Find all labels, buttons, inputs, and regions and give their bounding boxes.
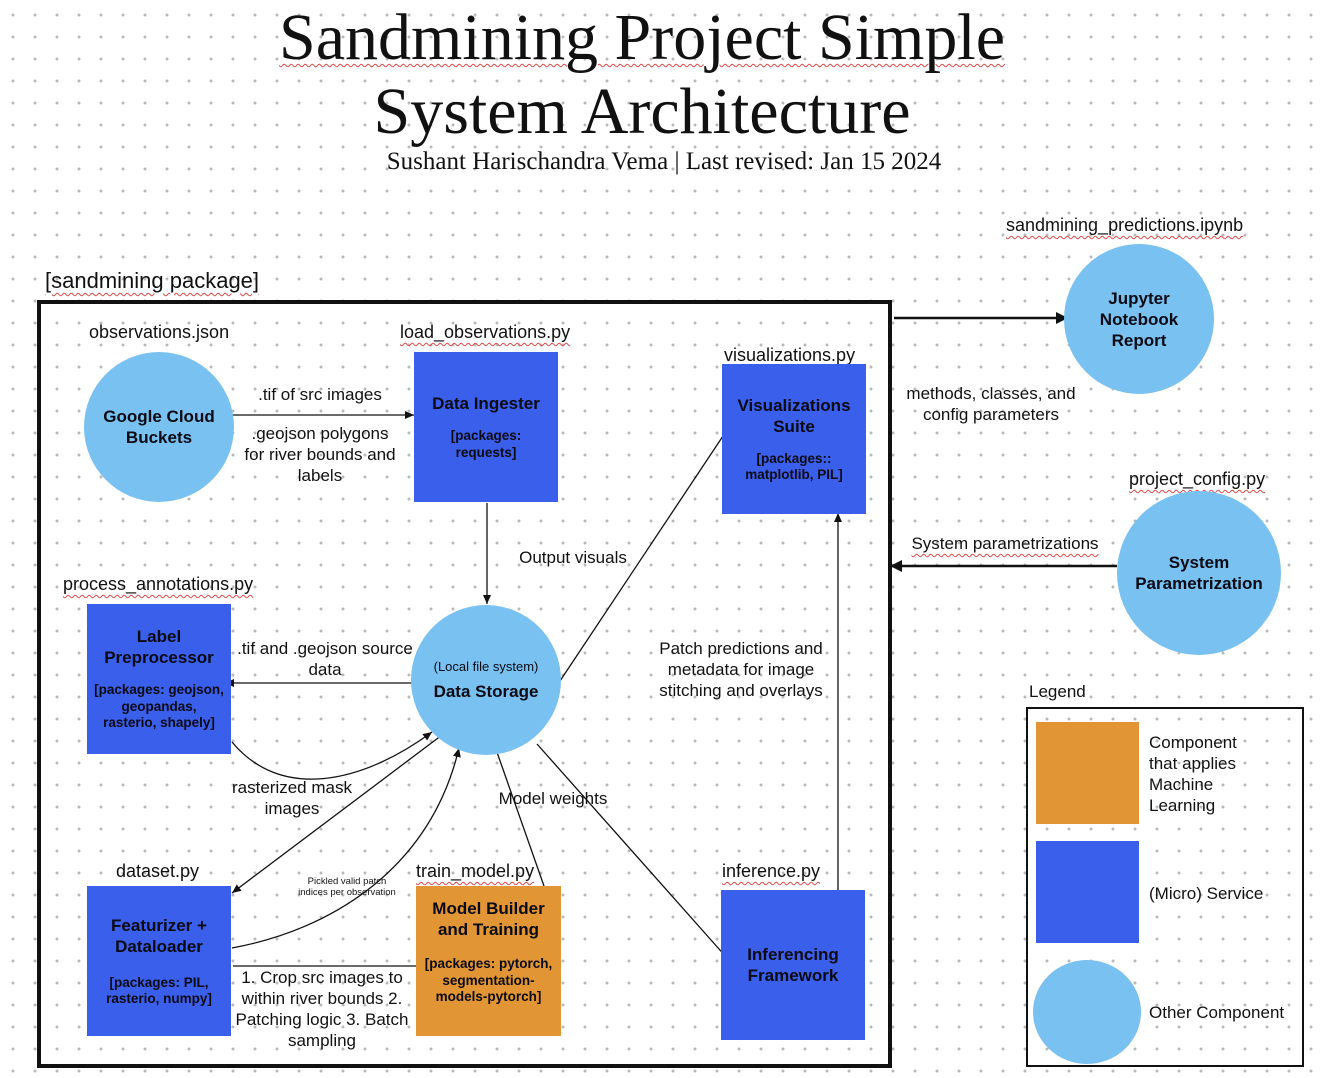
edge-label-geojson-polygons: .geojson polygons for river bounds and l… xyxy=(244,424,396,485)
package-label: [sandmining package] xyxy=(45,268,260,293)
arrow-label-pre-to-storage xyxy=(231,731,433,780)
model-builder-label: Model Builder and Training xyxy=(432,899,545,939)
edge-label-system-parametrizations: System parametrizations xyxy=(911,534,1099,553)
data-ingester-box: Data Ingester [packages: requests] xyxy=(414,352,558,502)
arrow-storage-to-featurizer xyxy=(231,731,447,894)
viz-file-label: visualizations.py xyxy=(724,345,856,365)
legend-swatch-ml xyxy=(1036,722,1139,824)
legend-swatch-other xyxy=(1033,960,1141,1064)
model-builder-box: Model Builder and Training [packages: py… xyxy=(416,886,561,1036)
legend-swatch-service xyxy=(1036,841,1139,943)
edge-label-methods-classes: methods, classes, and config parameters xyxy=(906,384,1076,424)
page-title-line-1: Sandmining Project Simple xyxy=(279,1,1005,74)
featurizer-file-label: dataset.py xyxy=(116,861,200,881)
edge-label-pickled-patch: Pickled valid patch indices per observat… xyxy=(298,876,396,898)
inferencing-framework-box: Inferencing Framework xyxy=(721,890,865,1040)
page-subtitle: Sushant Harischandra Vema | Last revised… xyxy=(386,148,942,175)
edge-label-patch-predictions: Patch predictions and metadata for image… xyxy=(659,639,823,700)
visualizations-suite-label: Visualizations Suite xyxy=(737,395,851,436)
model-file-label: train_model.py xyxy=(416,861,535,881)
inferencing-framework-label: Inferencing Framework xyxy=(747,945,839,985)
edge-label-output-visuals: Output visuals xyxy=(519,548,627,567)
label-preprocessor-label: Label Preprocessor xyxy=(104,627,214,668)
edge-label-tif-geojson-source: .tif and .geojson source data xyxy=(237,639,413,679)
featurizer-dataloader-label: Featurizer + Dataloader xyxy=(111,915,207,956)
arrow-model-to-storage xyxy=(491,737,545,887)
data-storage-circle: (Local file system) Data Storage xyxy=(411,605,561,755)
data-ingester-packages: [packages: requests] xyxy=(450,428,522,460)
legend-label-other: Other Component xyxy=(1149,1003,1285,1022)
label-preprocessor-box: Label Preprocessor [packages: geojson, g… xyxy=(87,604,231,754)
edge-label-rasterized-mask: rasterized mask images xyxy=(232,778,352,818)
data-storage-label: Data Storage xyxy=(433,681,539,701)
ingester-file-label: load_observations.py xyxy=(400,322,571,342)
legend-box xyxy=(1026,707,1304,1067)
data-ingester-label: Data Ingester xyxy=(432,394,540,413)
arrow-storage-to-inference xyxy=(536,743,736,968)
gcs-file-label: observations.json xyxy=(89,322,230,342)
jupyter-notebook-circle: Jupyter Notebook Report xyxy=(1064,244,1214,394)
arrow-viz-to-storage xyxy=(549,435,724,697)
system-parametrization-label: System Parametrization xyxy=(1135,553,1263,593)
label-preprocessor-packages: [packages: geojson, geopandas, rasterio,… xyxy=(94,682,224,731)
inference-file-label: inference.py xyxy=(722,861,821,881)
system-parametrization-circle: System Parametrization xyxy=(1117,491,1281,655)
model-builder-packages: [packages: pytorch, segmentation-models-… xyxy=(424,956,553,1004)
edge-label-tif-src: .tif of src images xyxy=(258,385,382,404)
visualizations-suite-packages: [packages:: matplotlib, PIL] xyxy=(745,450,843,483)
edge-label-crop-steps: 1. Crop src images to within river bound… xyxy=(235,968,409,1050)
sysparam-file-label: project_config.py xyxy=(1129,469,1266,489)
visualizations-suite-box: Visualizations Suite [packages:: matplot… xyxy=(722,364,866,514)
edge-label-model-weights: Model weights xyxy=(498,789,608,808)
legend-title: Legend xyxy=(1029,682,1086,701)
label-pre-file-label: process_annotations.py xyxy=(63,574,254,594)
legend-label-ml: Component that applies Machine Learning xyxy=(1149,733,1237,815)
sandmining-package-frame xyxy=(37,300,892,1068)
jupyter-file-label: sandmining_predictions.ipynb xyxy=(1006,215,1244,235)
data-storage-sub-label: (Local file system) xyxy=(433,658,539,674)
jupyter-notebook-label: Jupyter Notebook Report xyxy=(1099,288,1179,350)
featurizer-dataloader-packages: [packages: PIL, rasterio, numpy] xyxy=(106,974,212,1007)
gcs-label: Google Cloud Buckets xyxy=(103,407,215,447)
featurizer-dataloader-box: Featurizer + Dataloader [packages: PIL, … xyxy=(87,886,231,1036)
page-title-line-2: System Architecture xyxy=(373,75,911,148)
arrow-featurizer-to-storage xyxy=(231,747,461,949)
legend-label-service: (Micro) Service xyxy=(1149,884,1264,903)
gcs-circle: Google Cloud Buckets xyxy=(84,352,234,502)
